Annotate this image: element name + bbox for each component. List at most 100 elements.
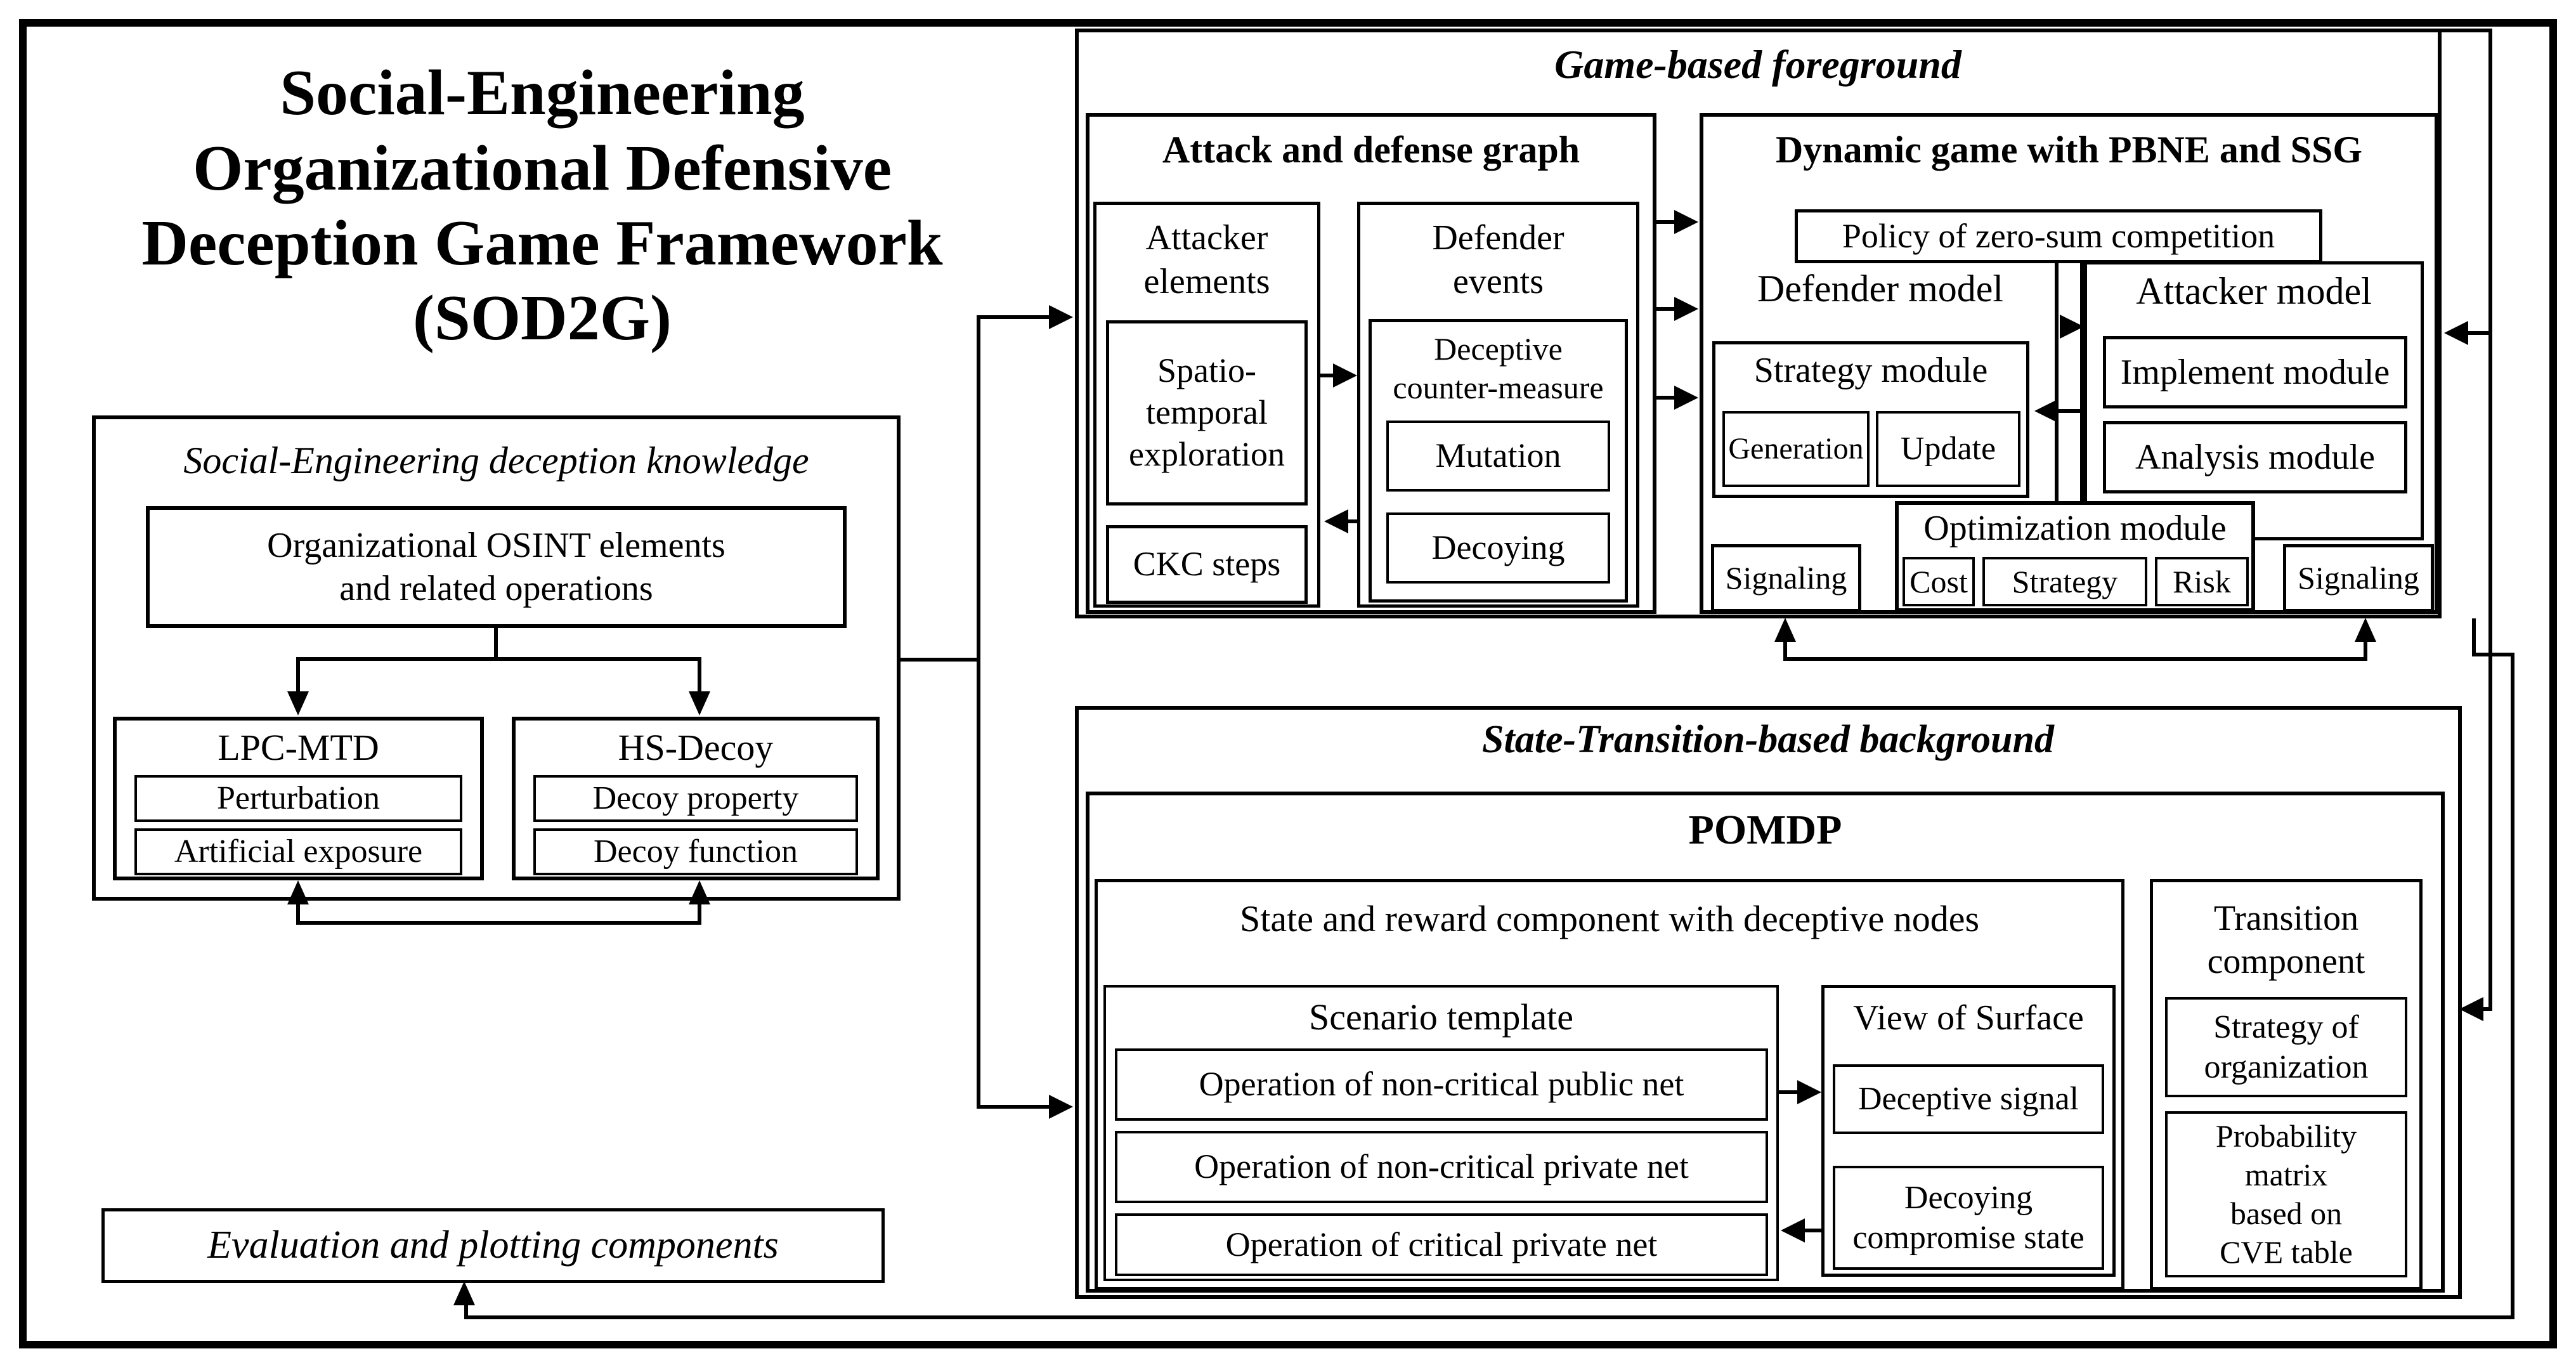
arrow-attacker-to-defender <box>1333 363 1357 388</box>
pomdp-title: POMDP <box>1086 800 2445 861</box>
attack-to-dynamic-line-3 <box>1656 396 1675 400</box>
osint-line: and related operations <box>339 569 653 608</box>
knowledge-out-line <box>901 658 980 662</box>
probability-label: Probability matrix based on CVE table <box>2165 1111 2407 1277</box>
transition-title-line: component <box>2207 942 2365 981</box>
probability-line: matrix <box>2244 1157 2328 1192</box>
decoying-label: Decoying <box>1386 512 1610 584</box>
strategy-module-title: Strategy module <box>1712 348 2029 393</box>
attack-defense-title: Attack and defense graph <box>1086 124 1656 176</box>
implement-module-text: Implement module <box>2120 352 2390 392</box>
eval-feedback-jog <box>2472 653 2514 656</box>
knowledge-title: Social-Engineering deception knowledge <box>105 433 888 490</box>
policy-box <box>1795 209 2322 263</box>
arrow-into-state-reward <box>1049 1095 1073 1119</box>
generation-label: Generation <box>1722 411 1870 487</box>
policy-label: Policy of zero-sum competition <box>1795 209 2322 263</box>
arrow-into-game-right <box>2444 321 2468 345</box>
framework-title-line: Deception Game Framework <box>141 207 943 279</box>
osint-split-bar <box>296 657 701 661</box>
strategy-module-title-text: Strategy module <box>1753 350 1988 390</box>
deceptive-signal-box <box>1833 1064 2104 1134</box>
signaling-loop-right-leg <box>2364 636 2367 661</box>
attacker-to-defender-line <box>1320 374 1334 377</box>
model-divider-right <box>2080 263 2084 502</box>
perturbation-box <box>134 775 462 822</box>
signaling-left-label: Signaling <box>1711 544 1861 612</box>
mutation-text: Mutation <box>1435 436 1561 475</box>
evaluation-text: Evaluation and plotting components <box>207 1223 779 1267</box>
optimization-module-title-text: Optimization module <box>1923 508 2227 548</box>
branch-to-background-line <box>980 1105 1050 1109</box>
evaluation-label: Evaluation and plotting components <box>101 1208 885 1283</box>
decoy-function-text: Decoy function <box>593 833 798 870</box>
op-public-text: Operation of non-critical public net <box>1199 1065 1684 1104</box>
dynamic-game-title-text: Dynamic game with PBNE and SSG <box>1775 129 2363 171</box>
op-private-box <box>1115 1131 1768 1203</box>
dynamic-game-title: Dynamic game with PBNE and SSG <box>1700 124 2438 176</box>
cost-label: Cost <box>1903 557 1975 606</box>
attacker-model-text: Attacker model <box>2136 270 2372 313</box>
implement-module-label: Implement module <box>2103 336 2407 408</box>
analysis-module-label: Analysis module <box>2103 421 2407 493</box>
arrow-view-to-scenario <box>1781 1218 1805 1243</box>
arrow-attack-to-dynamic-2 <box>1674 297 1698 321</box>
scenario-to-view-line <box>1779 1090 1799 1094</box>
generation-box <box>1722 411 1870 487</box>
framework-title-line: Organizational Defensive <box>192 132 892 204</box>
strategy-box <box>1982 557 2147 606</box>
defender-events-header: Defender events <box>1357 211 1639 309</box>
defender-to-attacker-line <box>1348 519 1360 523</box>
analysis-module-box <box>2103 421 2407 493</box>
update-label: Update <box>1876 411 2020 487</box>
attack-to-dynamic-line-1 <box>1656 220 1675 224</box>
feedback-into-background-line <box>2483 1007 2492 1011</box>
signaling-loop-bar <box>1783 657 2367 661</box>
background-title-text: State-Transition-based background <box>1482 718 2054 762</box>
op-critical-box <box>1115 1213 1768 1276</box>
defender-events-line: Defender <box>1432 218 1564 258</box>
perturbation-label: Perturbation <box>134 775 462 822</box>
framework-title-line: (SOD2G) <box>413 282 672 355</box>
probability-line: Probability <box>2215 1118 2357 1154</box>
spatio-temporal-box <box>1106 320 1308 506</box>
update-text: Update <box>1900 431 1996 467</box>
strategy-org-box <box>2165 997 2407 1097</box>
attacker-elements-line: elements <box>1143 261 1270 301</box>
arrow-up-into-signaling-right <box>2355 618 2376 642</box>
decoy-function-label: Decoy function <box>533 828 858 875</box>
op-private-label: Operation of non-critical private net <box>1115 1131 1768 1203</box>
evaluation-box <box>101 1208 885 1283</box>
counter-measure-line: counter-measure <box>1393 369 1604 405</box>
op-critical-text: Operation of critical private net <box>1225 1225 1658 1263</box>
probability-box <box>2165 1111 2407 1277</box>
policy-text: Policy of zero-sum competition <box>1842 216 2275 255</box>
arrow-into-background-right <box>2459 997 2483 1021</box>
framework-title-line: Social-Engineering <box>280 57 805 129</box>
attacker-elements-line: Attacker <box>1145 218 1268 258</box>
view-to-scenario-line <box>1805 1229 1821 1232</box>
strategy-label: Strategy <box>1982 557 2147 606</box>
pomdp-title-text: POMDP <box>1688 807 1842 854</box>
signaling-right-box <box>2283 544 2434 612</box>
arrow-into-hs-decoy <box>689 691 710 715</box>
model-divider-left <box>2055 263 2059 502</box>
arrow-up-into-hs-decoy <box>689 880 710 904</box>
hs-decoy-title-text: HS-Decoy <box>618 727 774 769</box>
spatio-line: Spatio- <box>1157 351 1256 390</box>
arrow-attacker-to-strategy-module <box>2034 399 2059 423</box>
eval-feedback-up-leg <box>464 1298 468 1319</box>
osint-line: Organizational OSINT elements <box>267 525 725 565</box>
probability-line: CVE table <box>2220 1234 2353 1270</box>
attacker-to-strategy-line <box>2059 409 2081 413</box>
cost-box <box>1903 557 1975 606</box>
analysis-module-text: Analysis module <box>2135 437 2375 477</box>
arrow-up-into-signaling-left <box>1774 618 1796 642</box>
artificial-exposure-box <box>134 828 462 875</box>
arrow-into-attack-graph <box>1049 305 1073 329</box>
spatio-temporal-label: Spatio- temporal exploration <box>1106 320 1308 506</box>
knowledge-title-text: Social-Engineering deception knowledge <box>183 440 809 482</box>
spatio-line: temporal <box>1146 393 1268 432</box>
probability-line: based on <box>2230 1196 2343 1231</box>
